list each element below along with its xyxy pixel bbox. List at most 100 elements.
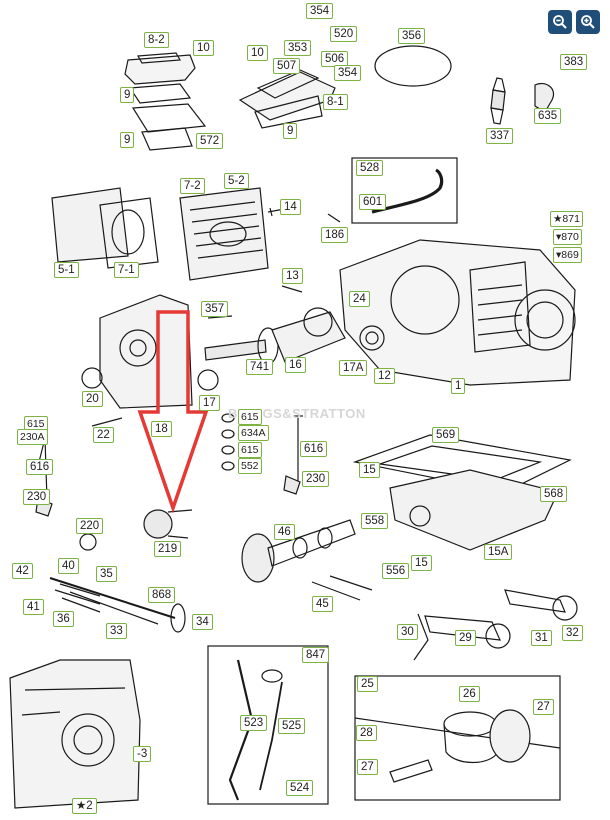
part-label-15[interactable]: 15 [411,555,432,571]
part-label-868[interactable]: 868 [148,587,176,603]
part-label-27[interactable]: 27 [357,759,378,775]
part-label-615[interactable]: 615 [238,442,262,458]
breather-cover-8-2 [124,52,196,85]
part-label-10[interactable]: 10 [193,40,214,56]
part-label-25[interactable]: 25 [357,676,378,692]
part-label-28[interactable]: 28 [356,725,377,741]
part-label-8-1[interactable]: 8-1 [323,94,348,110]
part-label-186[interactable]: 186 [321,227,349,243]
part-label-22[interactable]: 22 [93,427,114,443]
part-label-525[interactable]: 525 [278,718,306,734]
part-label-32[interactable]: 32 [562,625,583,641]
part-label-220[interactable]: 220 [76,518,104,534]
part-label-8-2[interactable]: 8-2 [144,32,169,48]
part-label-520[interactable]: 520 [330,26,358,42]
part-label-552[interactable]: 552 [238,458,262,474]
part-label-46[interactable]: 46 [274,524,295,540]
part-label-523[interactable]: 523 [240,715,268,731]
part-label-26[interactable]: 26 [459,686,480,702]
gasket-9a [128,83,192,104]
part-label-2[interactable]: ★2 [72,798,97,814]
part-label-16[interactable]: 16 [285,357,306,373]
part-label-230[interactable]: 230 [23,489,51,505]
seal-20 [81,367,103,389]
part-label-35[interactable]: 35 [96,566,117,582]
part-label-7-1[interactable]: 7-1 [114,262,139,278]
head-gasket-7-1 [99,197,159,269]
part-label-10[interactable]: 10 [247,45,268,61]
part-label-45[interactable]: 45 [312,596,333,612]
part-label-34[interactable]: 34 [192,614,213,630]
part-label-568[interactable]: 568 [540,486,568,502]
part-label-357[interactable]: 357 [201,301,229,317]
part-label-354[interactable]: 354 [306,3,334,19]
part-label-230a[interactable]: 230A [17,429,48,445]
zoom-in-button[interactable] [576,10,600,34]
part-label-12[interactable]: 12 [374,368,395,384]
washers-615 [221,413,235,471]
zoom-out-button[interactable] [548,10,572,34]
part-label-615[interactable]: 615 [238,409,262,425]
part-label-31[interactable]: 31 [531,630,552,646]
part-label-20[interactable]: 20 [82,391,103,407]
part-label-5-1[interactable]: 5-1 [54,262,79,278]
part-label-7-2[interactable]: 7-2 [180,178,205,194]
part-label-337[interactable]: 337 [486,128,514,144]
part-label-230[interactable]: 230 [302,471,330,487]
part-label-634a[interactable]: 634A [238,425,269,441]
part-label-18[interactable]: 18 [151,421,172,437]
part-label-356[interactable]: 356 [398,28,426,44]
part-label-383[interactable]: 383 [560,54,588,70]
part-label-870[interactable]: ▾870 [553,229,582,245]
part-label-9[interactable]: 9 [120,87,135,103]
part-label-572[interactable]: 572 [196,133,224,149]
part-label-635[interactable]: 635 [534,108,562,124]
part-label-353[interactable]: 353 [284,40,312,56]
part-label-616[interactable]: 616 [300,441,328,457]
part-label-40[interactable]: 40 [58,558,79,574]
part-label-29[interactable]: 29 [455,630,476,646]
part-label-869[interactable]: ▾869 [553,247,582,263]
zoom-controls [548,10,600,34]
part-label-36[interactable]: 36 [53,611,74,627]
part-label-601[interactable]: 601 [359,194,387,210]
camshaft-46 [241,519,356,583]
connecting-rods-29 [424,589,578,649]
part-label-558[interactable]: 558 [361,513,389,529]
part-label-41[interactable]: 41 [23,599,44,615]
screw-22 [91,417,123,427]
part-label-741[interactable]: 741 [246,359,274,375]
part-label-27[interactable]: 27 [533,699,554,715]
part-label-3[interactable]: -3 [133,746,152,762]
highlight-arrow [137,310,209,514]
part-label-33[interactable]: 33 [106,623,127,639]
part-label-17[interactable]: 17 [199,395,220,411]
part-label-219[interactable]: 219 [154,541,182,557]
part-label-13[interactable]: 13 [282,268,303,284]
part-label-524[interactable]: 524 [286,780,314,796]
part-label-15[interactable]: 15 [359,462,380,478]
part-label-871[interactable]: ★871 [550,211,583,227]
part-label-15a[interactable]: 15A [484,544,513,560]
part-label-569[interactable]: 569 [432,427,460,443]
part-label-556[interactable]: 556 [382,563,410,579]
part-label-616[interactable]: 616 [26,459,54,475]
part-label-9[interactable]: 9 [283,123,298,139]
cylinder-head-7-2 [179,187,269,281]
part-label-1[interactable]: 1 [451,378,466,394]
part-label-354[interactable]: 354 [334,65,362,81]
part-label-24[interactable]: 24 [349,291,370,307]
part-label-17a[interactable]: 17A [339,360,368,376]
part-label-507[interactable]: 507 [273,58,301,74]
part-label-847[interactable]: 847 [302,647,330,663]
part-label-42[interactable]: 42 [12,563,33,579]
part-label-5-2[interactable]: 5-2 [224,173,249,189]
part-label-528[interactable]: 528 [356,160,384,176]
part-label-30[interactable]: 30 [397,624,418,640]
stud-186 [327,213,341,223]
part-label-14[interactable]: 14 [280,199,301,215]
o-ring-356 [374,45,452,87]
tappet-45b [329,575,373,591]
seal-12 [359,325,385,351]
part-label-9[interactable]: 9 [120,132,135,148]
